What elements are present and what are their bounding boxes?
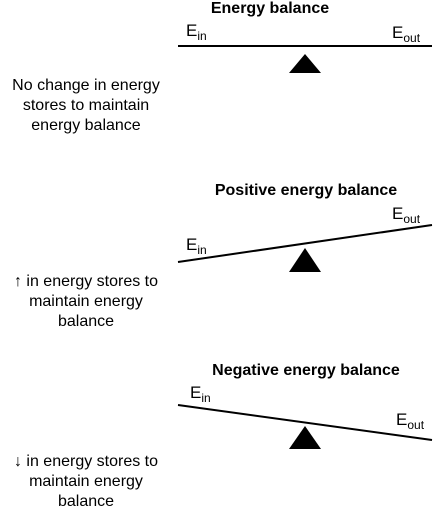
panel-3-beam — [177, 404, 433, 441]
panel-2-e-out-label: Eout — [392, 204, 421, 226]
panel-2-e-in-label: Ein — [186, 235, 207, 257]
panel-3-description: ↓ in energy stores to maintain energy ba… — [13, 453, 159, 510]
panel-3-fulcrum — [289, 426, 321, 449]
panel-1-fulcrum — [289, 54, 321, 73]
panel-1-description: No change in energy stores to maintain e… — [12, 77, 160, 134]
panel-2-fulcrum — [289, 248, 321, 272]
panel-2-title: Positive energy balance — [214, 182, 398, 199]
panel-1-title: Energy balance — [210, 0, 330, 17]
panel-2-seesaw: Ein Eout — [177, 204, 433, 272]
panel-1-seesaw: Ein Eout — [178, 21, 432, 73]
panel-3-title: Negative energy balance — [212, 362, 400, 379]
panel-2-description: ↑ in energy stores to maintain energy ba… — [13, 273, 159, 330]
panel-3-seesaw: Ein Eout — [177, 383, 433, 449]
panel-1-e-out-label: Eout — [392, 23, 421, 45]
panel-1-e-in-label: Ein — [186, 21, 207, 43]
panel-3-e-out-label: Eout — [396, 410, 425, 432]
panel-2-beam — [177, 224, 433, 263]
panel-3-e-in-label: Ein — [190, 383, 211, 405]
